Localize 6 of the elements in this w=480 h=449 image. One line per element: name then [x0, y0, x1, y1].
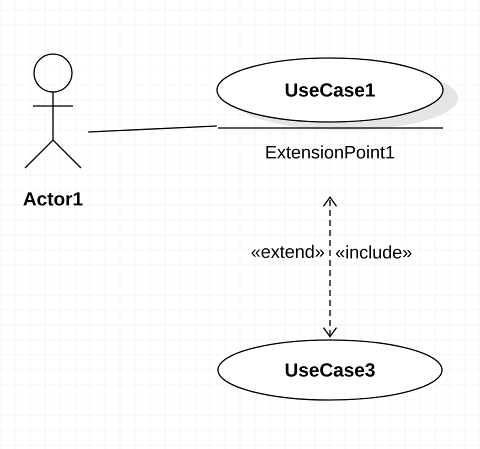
edge-label: «extend» [250, 244, 326, 260]
connector [88, 125, 217, 133]
actor-name: Actor1 [23, 192, 83, 206]
connector [322, 196, 338, 338]
extension-point: ExtensionPoint1 [266, 145, 394, 159]
stereotype-label: «include» [334, 244, 414, 260]
